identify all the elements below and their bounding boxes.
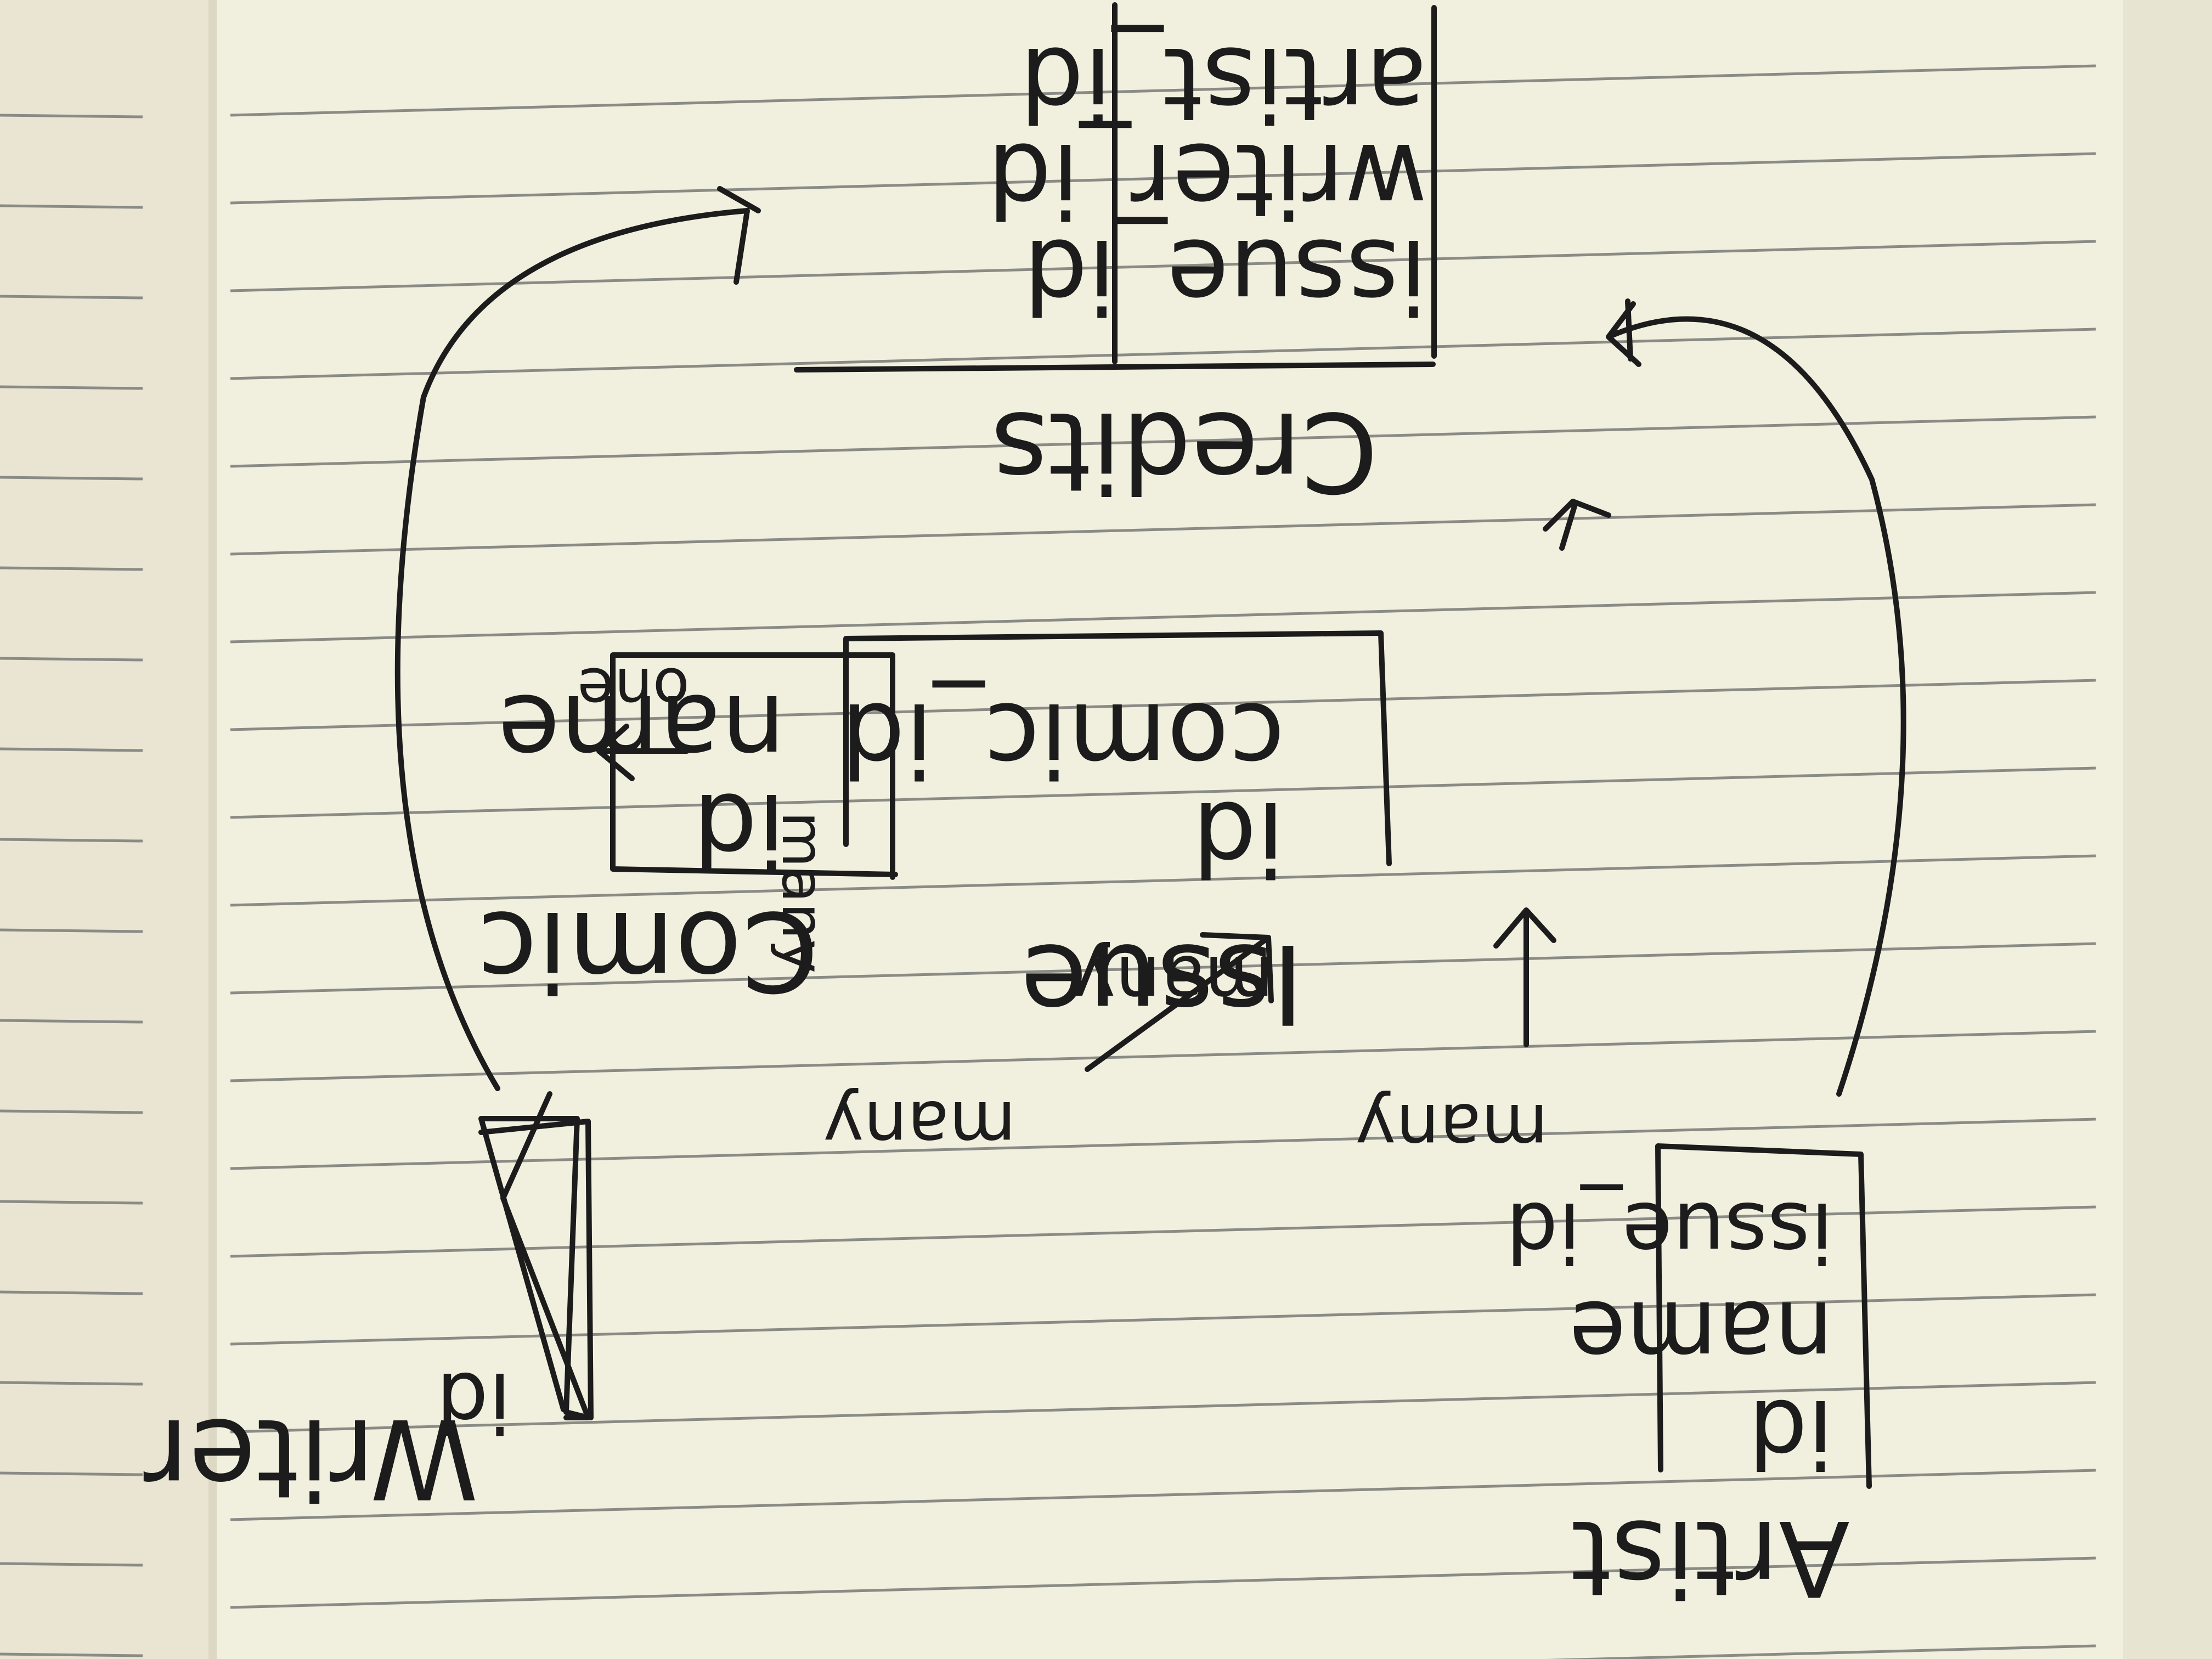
left-rule-line <box>0 476 143 481</box>
writer-field-1: id <box>436 1354 511 1449</box>
left-rule-line <box>0 385 143 390</box>
comic-entity: Comic id name <box>477 652 898 1014</box>
arrow-artist-credits <box>1606 298 1906 1097</box>
artist-field-3: issue_id <box>1506 1184 1833 1279</box>
rule-line <box>230 679 2096 731</box>
rule-line <box>230 415 2096 468</box>
left-rule-line <box>0 657 143 662</box>
left-rule-line <box>0 838 143 843</box>
left-rule-line <box>0 114 143 119</box>
right-page <box>217 0 2212 1659</box>
left-rule-line <box>0 1109 143 1114</box>
left-rule-line <box>0 747 143 752</box>
rule-line <box>230 1205 2096 1258</box>
artist-box <box>1655 1143 1872 1489</box>
issue-field-2: comic_id <box>840 680 1285 799</box>
label-comic-one: one <box>577 654 690 725</box>
rule-line <box>230 766 2096 819</box>
comic-box <box>610 652 898 880</box>
left-rule-line <box>0 1652 143 1657</box>
rule-line <box>230 64 2096 117</box>
writer-title: Writer <box>143 1394 478 1522</box>
artist-field-1: id <box>1748 1379 1833 1487</box>
rule-lines <box>230 64 2096 1659</box>
credits-field-2: writer_id <box>987 121 1427 239</box>
left-rule-line <box>0 1471 143 1476</box>
left-rule-line <box>0 295 143 300</box>
left-rule-line <box>0 1019 143 1024</box>
er-diagram: Credits issue_id writer_id artist_id Com… <box>143 2 1906 1618</box>
rule-line <box>230 240 2096 292</box>
comic-title: Comic <box>477 887 819 1014</box>
comic-field-1: id <box>693 771 786 889</box>
arrow-writer-credits <box>394 186 761 1091</box>
left-rule-line <box>0 1290 143 1295</box>
arrow-issue-credits <box>1543 499 1611 551</box>
artist-entity: Artist id name issue_id <box>1506 1143 1872 1618</box>
credits-field-1: issue_id <box>1023 217 1427 335</box>
writer-box <box>478 1091 594 1420</box>
label-artist-many: many <box>1355 1088 1548 1168</box>
credits-box <box>794 2 1437 373</box>
credits-entity: Credits issue_id writer_id artist_id <box>794 2 1437 515</box>
issue-entity: Issue id comic_id <box>840 630 1392 1047</box>
left-rule-line <box>0 928 143 933</box>
left-rule-line <box>0 1200 143 1205</box>
arrow-artist-issue <box>1493 907 1556 1047</box>
page-edge <box>2123 0 2212 1659</box>
rule-line <box>230 591 2096 644</box>
issue-title: Issue <box>1020 919 1304 1047</box>
arrow-comic-issue <box>596 724 690 781</box>
rule-line <box>230 942 2096 995</box>
left-page-lines <box>0 114 143 1657</box>
rule-line <box>230 152 2096 205</box>
issue-field-1: id <box>1192 779 1285 898</box>
rule-line <box>230 1381 2096 1434</box>
relations <box>394 186 1906 1097</box>
left-rule-line <box>0 204 143 209</box>
left-rule-line <box>0 566 143 571</box>
rule-line <box>230 1030 2096 1082</box>
rule-line <box>230 1118 2096 1170</box>
writer-entity: Writer id <box>143 1091 594 1522</box>
label-issue-many: many <box>1073 940 1274 1023</box>
artist-title: Artist <box>1571 1497 1850 1618</box>
credits-field-3: artist_id <box>1019 25 1427 143</box>
left-rule-line <box>0 1381 143 1386</box>
rule-line <box>230 1556 2096 1609</box>
writer-box-frame <box>478 1116 580 1415</box>
credits-title: Credits <box>991 387 1378 515</box>
issue-box <box>843 630 1392 866</box>
comic-field-2: name <box>498 672 786 791</box>
artist-field-2: name <box>1569 1280 1833 1389</box>
label-issue-comic-many: many <box>769 811 836 973</box>
rule-line <box>230 503 2096 556</box>
arrow-writer-issue <box>1085 932 1274 1072</box>
rule-line <box>230 1469 2096 1521</box>
rule-line <box>230 328 2096 380</box>
left-rule-line <box>0 1562 143 1567</box>
rule-line <box>1546 1644 2096 1659</box>
rule-line <box>230 854 2096 907</box>
label-writer-many: many <box>823 1086 1016 1165</box>
